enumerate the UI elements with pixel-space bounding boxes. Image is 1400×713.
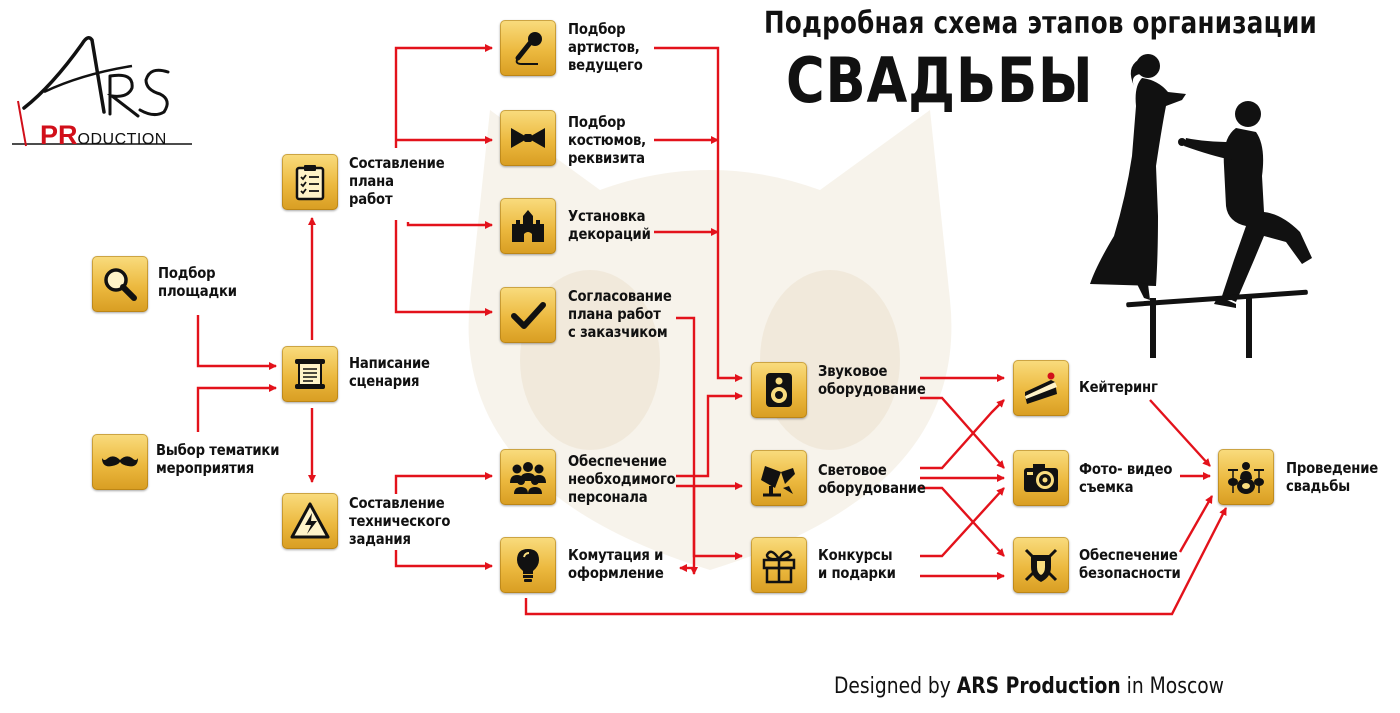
arrow-catering-wedding <box>1149 399 1211 467</box>
arrow-staff-sound <box>676 392 743 478</box>
node-label-script: Написание сценария <box>349 354 430 390</box>
drum-kit-icon <box>1218 449 1274 505</box>
arrow-plan-decor <box>406 221 493 229</box>
node-label-security: Обеспечение безопасности <box>1079 546 1181 582</box>
page-title-line1: Подробная схема этапов организации <box>764 6 1318 41</box>
node-label-artists: Подбор артистов, ведущего <box>568 20 643 74</box>
high-voltage-icon <box>282 493 338 549</box>
arrow-artists-sound <box>654 46 743 382</box>
node-label-wedding: Проведение свадьбы <box>1286 459 1379 495</box>
node-label-light: Световое оборудование <box>818 461 926 497</box>
arrow-theme-script <box>196 384 277 432</box>
node-label-wiring: Комутация и оформление <box>568 546 664 582</box>
logo-mark <box>12 36 192 147</box>
speaker-icon <box>751 362 807 418</box>
arrow-light-security <box>920 486 1005 557</box>
credit-prefix: Designed by <box>834 674 957 699</box>
logo-wordmark: PRODUCTION <box>40 120 167 151</box>
node-label-tech-spec: Составление технического задания <box>349 494 451 548</box>
node-label-approval: Согласование плана работ с заказчиком <box>568 287 672 341</box>
crowd-icon <box>500 449 556 505</box>
arrow-plan-artists <box>394 44 493 148</box>
node-label-venue: Подбор площадки <box>158 264 237 300</box>
arrow-venue-script <box>196 315 277 370</box>
scroll-icon <box>282 346 338 402</box>
arrow-sound-photo <box>920 396 1005 469</box>
spotlight-icon <box>751 450 807 506</box>
page-title-line2: СВАДЬБЫ <box>786 44 1094 117</box>
logo-rest: ODUCTION <box>77 131 167 148</box>
node-label-contests: Конкурсы и подарки <box>818 546 896 582</box>
arrow-techspec-staff <box>394 472 493 494</box>
mustache-icon <box>92 434 148 490</box>
ars-production-logo: PRODUCTION <box>12 26 197 151</box>
credit-suffix: in Moscow <box>1120 674 1224 699</box>
bowtie-icon <box>500 110 556 166</box>
node-label-sound: Звуковое оборудование <box>818 362 926 398</box>
gift-icon <box>751 537 807 593</box>
arrow-plan-approval <box>394 220 493 316</box>
node-label-catering: Кейтеринг <box>1079 378 1158 396</box>
arrow-security-wedding <box>1178 495 1214 553</box>
checkmark-icon <box>500 287 556 343</box>
castle-icon <box>500 198 556 254</box>
shield-swords-icon <box>1013 537 1069 593</box>
credit-brand: ARS Production <box>956 674 1121 699</box>
lightbulb-icon <box>500 537 556 593</box>
cake-icon <box>1013 360 1069 416</box>
arrow-approval-contests <box>676 316 743 560</box>
node-label-decor: Установка декораций <box>568 207 651 243</box>
magnifier-icon <box>92 256 148 312</box>
arrow-techspec-wiring <box>394 550 493 570</box>
camera-icon <box>1013 450 1069 506</box>
couple-silhouette <box>1090 54 1312 358</box>
arrow-contests-photo <box>920 487 1005 558</box>
clipboard-icon <box>282 154 338 210</box>
node-label-plan: Составление плана работ <box>349 154 445 208</box>
node-label-photo: Фото- видео съемка <box>1079 460 1173 496</box>
node-label-theme: Выбор тематики мероприятия <box>156 441 280 477</box>
arrow-light-catering-cross <box>920 399 1005 470</box>
logo-pr: PR <box>40 120 78 150</box>
footer-credit: Designed by ARS Production in Moscow <box>834 674 1224 699</box>
microphone-icon <box>500 20 556 76</box>
node-label-costumes: Подбор костюмов, реквизита <box>568 113 646 167</box>
arrow-wiring-wedding <box>524 507 1228 616</box>
node-label-staff: Обеспечение необходимого персонала <box>568 452 676 506</box>
